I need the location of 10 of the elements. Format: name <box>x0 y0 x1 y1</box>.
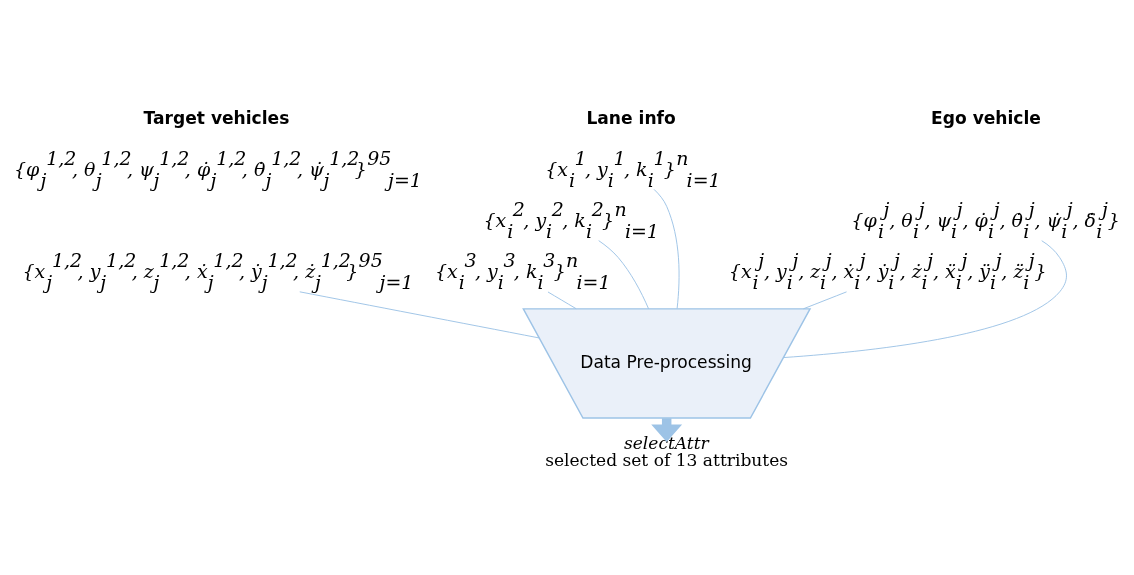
connector <box>598 240 650 310</box>
label: Ego vehicle <box>931 108 1041 129</box>
label: Lane info <box>586 108 676 129</box>
connector <box>653 188 680 310</box>
connector <box>802 291 847 310</box>
node-text: selectAttr selected set of 13 attributes <box>545 432 789 470</box>
connector <box>547 291 577 310</box>
connector <box>783 240 1067 359</box>
label: Target vehicles <box>143 108 290 129</box>
connector <box>299 291 540 339</box>
